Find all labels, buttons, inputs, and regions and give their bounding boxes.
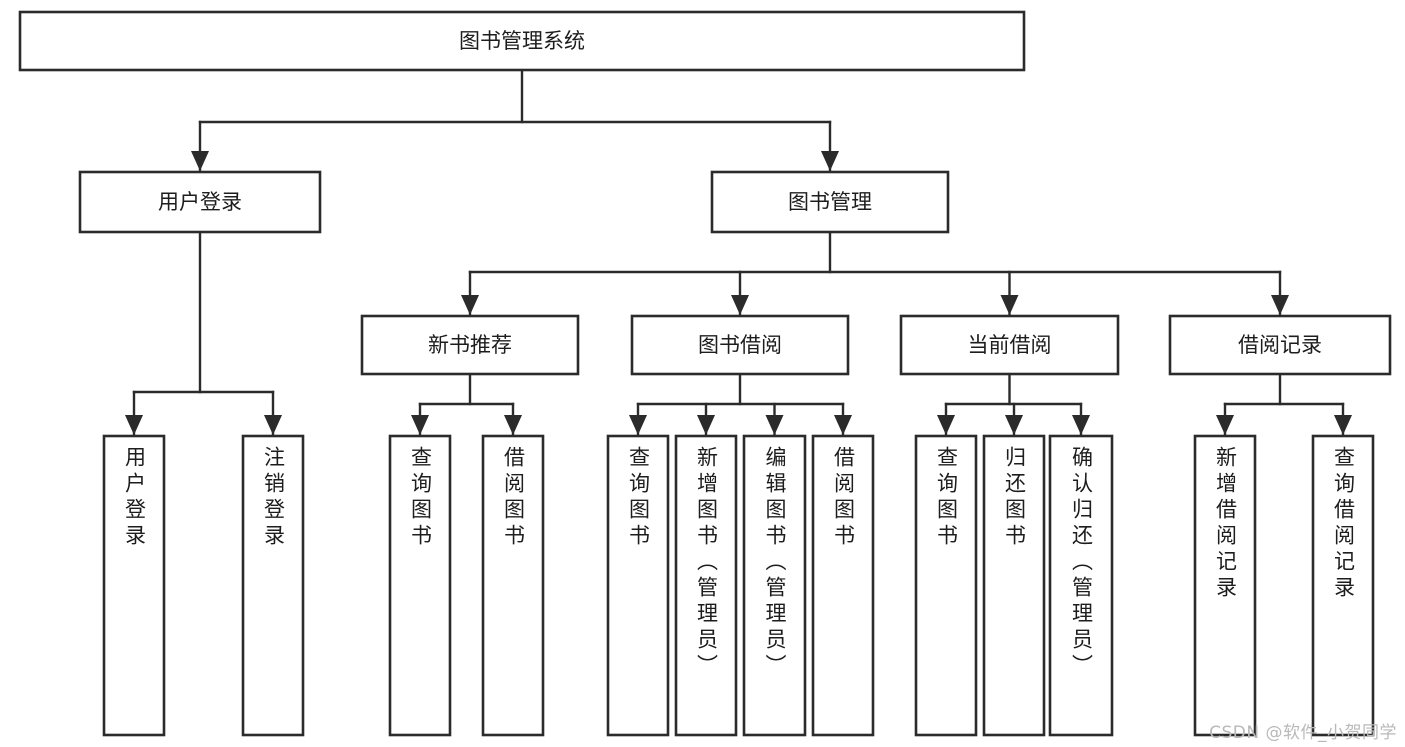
arrow-head-leaf-query-book-borrow	[629, 415, 647, 435]
arrow-head-leaf-user-login	[125, 415, 143, 435]
node-box-leaf-query-record[interactable]	[1311, 434, 1375, 737]
node-box-book-borrow[interactable]	[630, 314, 850, 376]
arrow-head-leaf-logout	[264, 415, 282, 435]
connector-layer	[125, 68, 1352, 437]
node-box-leaf-add-record[interactable]	[1193, 434, 1257, 737]
arrow-head-borrow-record	[1271, 295, 1289, 315]
node-label-borrow-record: 借阅记录	[1238, 333, 1322, 357]
arrow-head-leaf-borrow-book	[834, 415, 852, 435]
arrow-head-current-borrow	[1000, 295, 1019, 315]
node-box-book-manage[interactable]	[710, 170, 950, 234]
node-box-leaf-query-book-rec[interactable]	[388, 434, 452, 737]
node-label-root: 图书管理系统	[459, 29, 585, 53]
node-box-leaf-return-book[interactable]	[982, 434, 1046, 737]
node-box-leaf-user-login[interactable]	[102, 434, 166, 737]
node-box-root[interactable]	[18, 10, 1026, 72]
arrow-head-book-manage	[821, 151, 839, 171]
node-box-leaf-confirm-return[interactable]	[1048, 434, 1114, 737]
arrow-head-leaf-query-book-current	[937, 415, 955, 435]
node-box-leaf-borrow-book[interactable]	[811, 434, 875, 737]
node-box-layer	[18, 10, 1392, 737]
node-box-leaf-logout[interactable]	[241, 434, 305, 737]
node-box-leaf-query-book-current[interactable]	[914, 434, 978, 737]
arrow-head-leaf-add-record	[1216, 415, 1234, 435]
arrow-head-leaf-query-book-rec	[411, 415, 429, 435]
node-label-book-manage: 图书管理	[788, 190, 872, 214]
node-box-leaf-borrow-book-rec[interactable]	[481, 434, 545, 737]
arrow-head-new-book-rec	[461, 295, 479, 315]
node-label-new-book-rec: 新书推荐	[428, 333, 512, 357]
arrow-head-book-borrow	[731, 295, 749, 315]
watermark-text: CSDN @软件_小贺同学	[1209, 723, 1397, 743]
node-box-leaf-query-book-borrow[interactable]	[606, 434, 670, 737]
node-box-user-login[interactable]	[78, 170, 322, 234]
node-box-current-borrow[interactable]	[899, 314, 1120, 376]
node-label-current-borrow: 当前借阅	[968, 333, 1052, 357]
arrow-head-leaf-return-book	[1005, 415, 1023, 435]
arrow-head-leaf-add-book	[697, 415, 715, 435]
node-label-user-login: 用户登录	[158, 190, 242, 214]
node-box-borrow-record[interactable]	[1168, 314, 1392, 376]
node-box-leaf-edit-book[interactable]	[742, 434, 807, 737]
arrow-head-leaf-query-record	[1334, 415, 1352, 435]
arrow-head-user-login	[191, 151, 209, 171]
arrow-head-leaf-borrow-book-rec	[504, 415, 522, 435]
node-box-leaf-add-book[interactable]	[674, 434, 738, 737]
arrow-head-leaf-edit-book	[765, 415, 784, 435]
arrow-head-leaf-confirm-return	[1072, 415, 1090, 435]
node-box-new-book-rec[interactable]	[360, 314, 580, 376]
node-label-book-borrow: 图书借阅	[698, 333, 782, 357]
